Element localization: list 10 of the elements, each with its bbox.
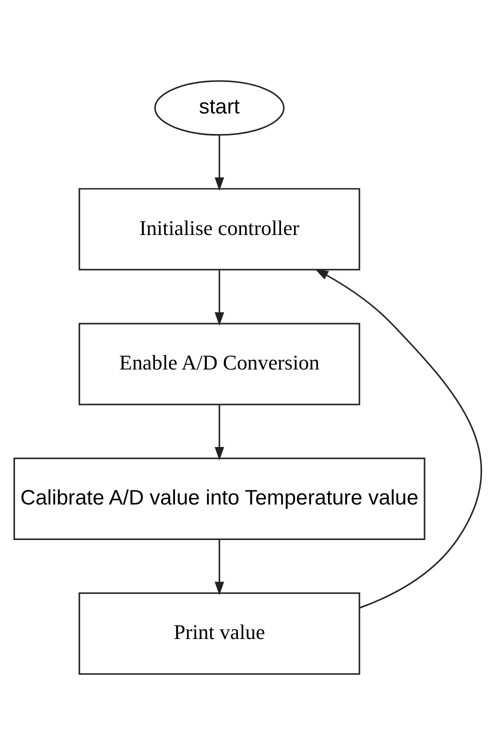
node-box: Initialise controller	[78, 188, 360, 270]
node-box: Print value	[78, 592, 360, 674]
arrow	[214, 539, 224, 595]
arrow	[214, 404, 224, 460]
arrow	[214, 134, 224, 190]
node-box: Enable A/D Conversion	[78, 322, 360, 405]
node-box: Calibrate A/D value into Temperature value	[13, 457, 426, 540]
arrow	[214, 270, 224, 326]
arrow	[314, 268, 482, 608]
node-ellipse: start	[154, 80, 285, 136]
